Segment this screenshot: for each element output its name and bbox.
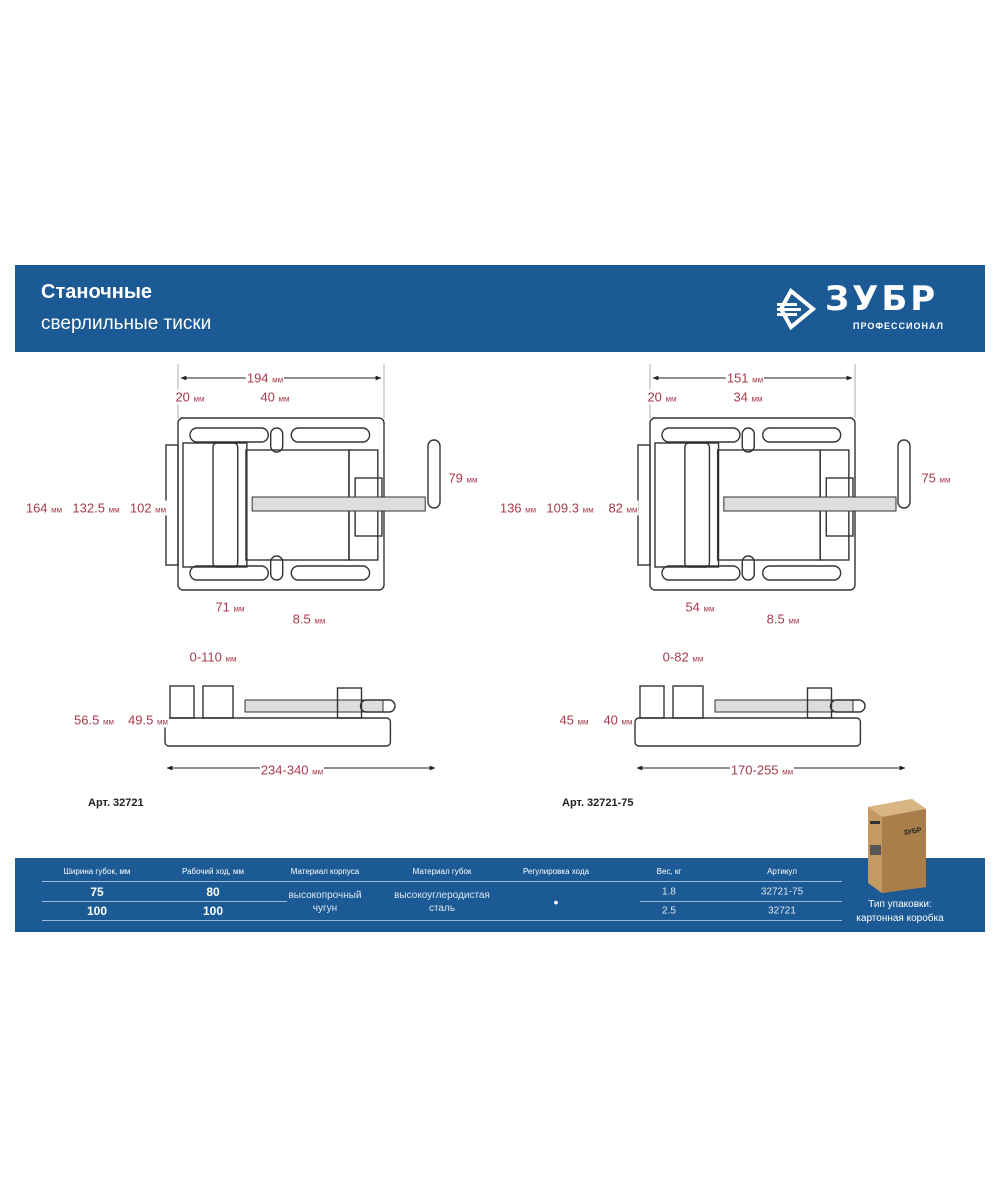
box-brand-text: ЗУБР: [903, 827, 922, 837]
dim-length: 194 мм: [245, 370, 285, 386]
vise-side-screw: [244, 699, 384, 713]
vise-side-base: [634, 717, 862, 747]
dim-jaw-width: 82 мм: [607, 500, 639, 516]
col-header: Вес, кг: [656, 867, 682, 876]
dim-overall-length: 170-255 мм: [729, 762, 795, 778]
dim-slot-span: 109.3 мм: [545, 500, 595, 516]
col-header: Материал губок: [412, 867, 472, 876]
mounting-slot: [741, 427, 755, 453]
vise-side-base: [164, 717, 392, 747]
divider: [42, 920, 842, 921]
dim-jaw-to-slot: 71 мм: [214, 599, 246, 615]
vise-fixed-jaw: [165, 444, 179, 566]
dim-slot-gap: 8.5 мм: [291, 611, 327, 627]
cell-stroke: 100: [202, 904, 224, 918]
vise-side-moving-jaw: [672, 685, 704, 719]
packaging-label: Тип упаковки:картонная коробка: [856, 899, 944, 924]
dim-base-width: 136 мм: [498, 500, 538, 516]
page-subtitle: сверлильные тиски: [41, 313, 212, 334]
col-header: Ширина губок, мм: [63, 867, 131, 876]
cell-weight: 2.5: [662, 905, 676, 917]
dim-slot-width: 34 мм: [732, 389, 764, 405]
mounting-slot: [741, 555, 755, 581]
mounting-slot: [661, 565, 741, 581]
vise-side-moving-jaw: [202, 685, 234, 719]
mounting-slot: [762, 427, 842, 443]
dim-jaw-to-slot: 54 мм: [684, 599, 716, 615]
dim-jaw-width: 102 мм: [128, 500, 168, 516]
dim-jaw-height: 49.5 мм: [127, 712, 169, 728]
vise-side-handle: [359, 699, 396, 713]
divider: [42, 901, 287, 902]
header-band: Станочные сверлильные тиски ЗУБР ПРОФЕСС…: [15, 265, 985, 352]
brand-arrow-icon: [777, 287, 817, 331]
col-header: Регулировка хода: [522, 867, 590, 876]
brand-logo: ЗУБР ПРОФЕССИОНАЛ: [777, 279, 957, 335]
mounting-slot: [762, 565, 842, 581]
dim-slot-span: 132.5 мм: [71, 500, 121, 516]
brand-subtitle: ПРОФЕССИОНАЛ: [853, 321, 944, 331]
dim-height: 45 мм: [558, 712, 590, 728]
dim-opening: 0-110 мм: [188, 649, 238, 665]
mounting-slot: [290, 565, 371, 581]
mounting-slot: [270, 427, 284, 453]
col-header: Рабочий ход, мм: [182, 867, 244, 876]
dim-slot-offset: 20 мм: [646, 389, 678, 405]
dim-handle: 75 мм: [920, 470, 952, 486]
col-header: Материал корпуса: [290, 867, 360, 876]
spec-table: Ширина губок, мм Рабочий ход, мм Материа…: [15, 858, 985, 932]
cell-jaw-width: 100: [86, 904, 108, 918]
page-title: Станочные: [41, 281, 153, 303]
vise-side-screw: [714, 699, 854, 713]
mounting-slot: [661, 427, 741, 443]
vise-screw: [251, 496, 426, 512]
divider: [42, 881, 842, 882]
vise-moving-jaw: [212, 442, 239, 568]
dim-slot-offset: 20 мм: [174, 389, 206, 405]
col-header: Артикул: [767, 867, 797, 876]
dim-opening: 0-82 мм: [661, 649, 705, 665]
vise-handle: [427, 439, 441, 509]
mounting-slot: [189, 565, 269, 581]
vise-side-handle: [829, 699, 866, 713]
mounting-slot: [290, 427, 371, 443]
cell-weight: 1.8: [662, 886, 676, 898]
dim-handle: 79 мм: [447, 470, 479, 486]
mounting-slot: [189, 427, 269, 443]
dim-base-width: 164 мм: [24, 500, 64, 516]
dim-jaw-height: 40 мм: [602, 712, 634, 728]
dim-slot-gap: 8.5 мм: [765, 611, 801, 627]
mounting-slot: [270, 555, 284, 581]
dim-slot-width: 40 мм: [259, 389, 291, 405]
vise-fixed-jaw: [637, 444, 651, 566]
brand-name: ЗУБР: [825, 279, 939, 319]
packaging-box-image: ЗУБР: [868, 799, 926, 893]
vise-moving-jaw: [684, 442, 711, 568]
dim-length: 151 мм: [725, 370, 765, 386]
vise-handle: [897, 439, 911, 509]
article-label: Арт. 32721-75: [562, 797, 634, 809]
cell-stroke: 80: [206, 885, 220, 899]
dim-overall-length: 234-340 мм: [259, 762, 325, 778]
divider: [640, 901, 842, 902]
article-label: Арт. 32721: [88, 797, 144, 809]
cell-article: 32721: [768, 905, 796, 917]
cell-article: 32721-75: [760, 886, 804, 898]
cell-adjust-dot: •: [553, 894, 559, 910]
vise-screw: [723, 496, 897, 512]
dim-height: 56.5 мм: [73, 712, 115, 728]
vise-side-fixed-jaw: [639, 685, 665, 719]
vise-side-fixed-jaw: [169, 685, 195, 719]
cell-jaw-width: 75: [90, 885, 104, 899]
